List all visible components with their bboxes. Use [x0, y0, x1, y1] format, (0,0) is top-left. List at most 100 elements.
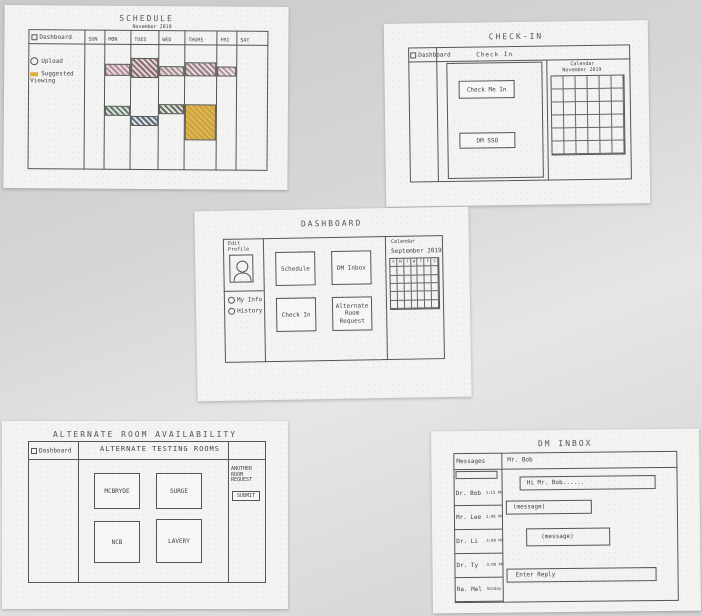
calendar-cell[interactable] [599, 88, 612, 102]
dm-sso-button[interactable]: DM SSO [459, 132, 516, 149]
calendar-cell[interactable] [564, 115, 577, 129]
day-tue: TUES [134, 36, 147, 44]
event-block[interactable] [217, 66, 237, 77]
room-tile-lavery[interactable]: Lavery [156, 519, 202, 563]
contact-time: 1:15 PM [485, 489, 503, 495]
alt-room-dashboard-link[interactable]: Dashboard [31, 448, 72, 455]
schedule-dashboard-link[interactable]: Dashboard [31, 34, 72, 41]
avatar-body-icon [233, 272, 252, 282]
checkin-dashboard-label: Dashboard [418, 51, 451, 59]
event-block[interactable] [158, 104, 184, 115]
calendar-cell[interactable] [612, 114, 625, 128]
room-tile-surge[interactable]: Surge [156, 473, 202, 509]
calendar-cell[interactable] [588, 114, 601, 129]
suggested-swatch-icon [30, 71, 39, 76]
calendar-cell[interactable] [588, 127, 601, 142]
room-tile-ncb[interactable]: NCB [94, 521, 140, 563]
greeting-text: Hi Mr. Bob...... [526, 478, 585, 487]
message-bubble: (message) [526, 527, 611, 547]
calendar-cell[interactable] [611, 75, 624, 89]
calendar-cell[interactable] [612, 127, 625, 141]
calendar-cell[interactable] [551, 76, 564, 90]
history-link[interactable]: History [228, 307, 262, 315]
checkin-header: Check In [476, 51, 514, 59]
event-block[interactable] [104, 105, 130, 116]
event-block[interactable] [105, 63, 131, 76]
calendar-cell[interactable] [600, 140, 613, 154]
calendar-cell[interactable] [431, 291, 439, 300]
event-block[interactable] [185, 62, 217, 77]
calendar-cell[interactable] [551, 89, 564, 103]
calendar-cell[interactable] [432, 299, 440, 309]
calendar-cell[interactable] [575, 102, 589, 116]
calendar-cell[interactable] [563, 102, 577, 116]
schedule-tile[interactable]: Schedule [275, 251, 316, 286]
contact-name: Dr. Li [456, 537, 478, 546]
calendar-cell[interactable] [431, 274, 439, 284]
event-block[interactable] [130, 115, 158, 127]
calendar-cell[interactable] [600, 127, 613, 141]
calendar-cell[interactable] [576, 128, 589, 142]
calendar-cell[interactable] [611, 88, 624, 102]
dm-inbox-tile[interactable]: DM Inbox [331, 250, 372, 286]
alternate-room-tile[interactable]: Alternate Room Request [331, 296, 373, 332]
reply-input[interactable]: Enter Reply [506, 567, 657, 583]
calendar-cell[interactable] [575, 89, 588, 103]
calendar-cell[interactable] [587, 75, 600, 90]
event-block[interactable] [159, 66, 185, 77]
schedule-month: November 2019 [132, 23, 172, 31]
my-info-link[interactable]: My Info [227, 296, 263, 304]
calendar-weekday: M [399, 258, 402, 264]
calendar-cell[interactable] [431, 283, 439, 292]
calendar-cell[interactable] [551, 102, 565, 116]
calendar-cell[interactable] [564, 141, 577, 155]
calendar-cell[interactable] [552, 141, 565, 155]
calendar-cell[interactable] [576, 141, 589, 155]
calendar-cell[interactable] [552, 128, 565, 142]
calendar-cell[interactable] [588, 140, 601, 155]
schedule-title: Schedule [119, 13, 174, 24]
calendar-cell[interactable] [587, 88, 600, 103]
suggested-event-block[interactable] [184, 104, 216, 141]
day-sat: SAT [240, 37, 250, 44]
radio-icon [227, 296, 235, 304]
day-sun: SUN [88, 36, 98, 43]
calendar-cell[interactable] [600, 114, 613, 128]
calendar-cell[interactable] [564, 128, 577, 142]
my-info-label: My Info [236, 296, 263, 304]
checkin-dashboard-link[interactable]: Dashboard [410, 51, 451, 60]
calendar-cell[interactable] [563, 89, 576, 103]
calendar-cell[interactable] [599, 75, 612, 89]
calendar-cell[interactable] [563, 76, 576, 90]
calendar-cell[interactable] [576, 115, 589, 129]
calendar-cell[interactable] [431, 266, 439, 275]
messages-label: Messages [456, 457, 486, 466]
search-box[interactable] [455, 470, 498, 480]
calendar-weekday: W [412, 258, 416, 264]
check-in-tile[interactable]: Check In [275, 297, 317, 332]
dm-inbox-title: DM Inbox [537, 438, 593, 449]
submit-button[interactable]: Submit [232, 491, 260, 501]
check-me-in-button[interactable]: Check Me In [458, 80, 515, 99]
radio-icon [228, 307, 236, 315]
room-tile-mcbryde[interactable]: McBryde [94, 473, 140, 509]
alt-room-frame [28, 441, 266, 583]
edit-profile-link[interactable]: Edit Profile [227, 240, 250, 253]
calendar-cell[interactable] [587, 101, 601, 116]
event-block[interactable] [131, 57, 159, 79]
calendar-cell[interactable] [575, 76, 588, 90]
calendar-cell[interactable] [552, 115, 565, 129]
checkin-calendar-grid [550, 74, 626, 156]
calendar-cell[interactable] [612, 140, 625, 154]
calendar-cell[interactable] [611, 101, 625, 115]
checkin-panel [446, 61, 544, 179]
calendar-cell[interactable] [599, 101, 613, 115]
legend-suggested: Suggested Viewing [30, 70, 80, 85]
avatar[interactable] [229, 254, 254, 283]
